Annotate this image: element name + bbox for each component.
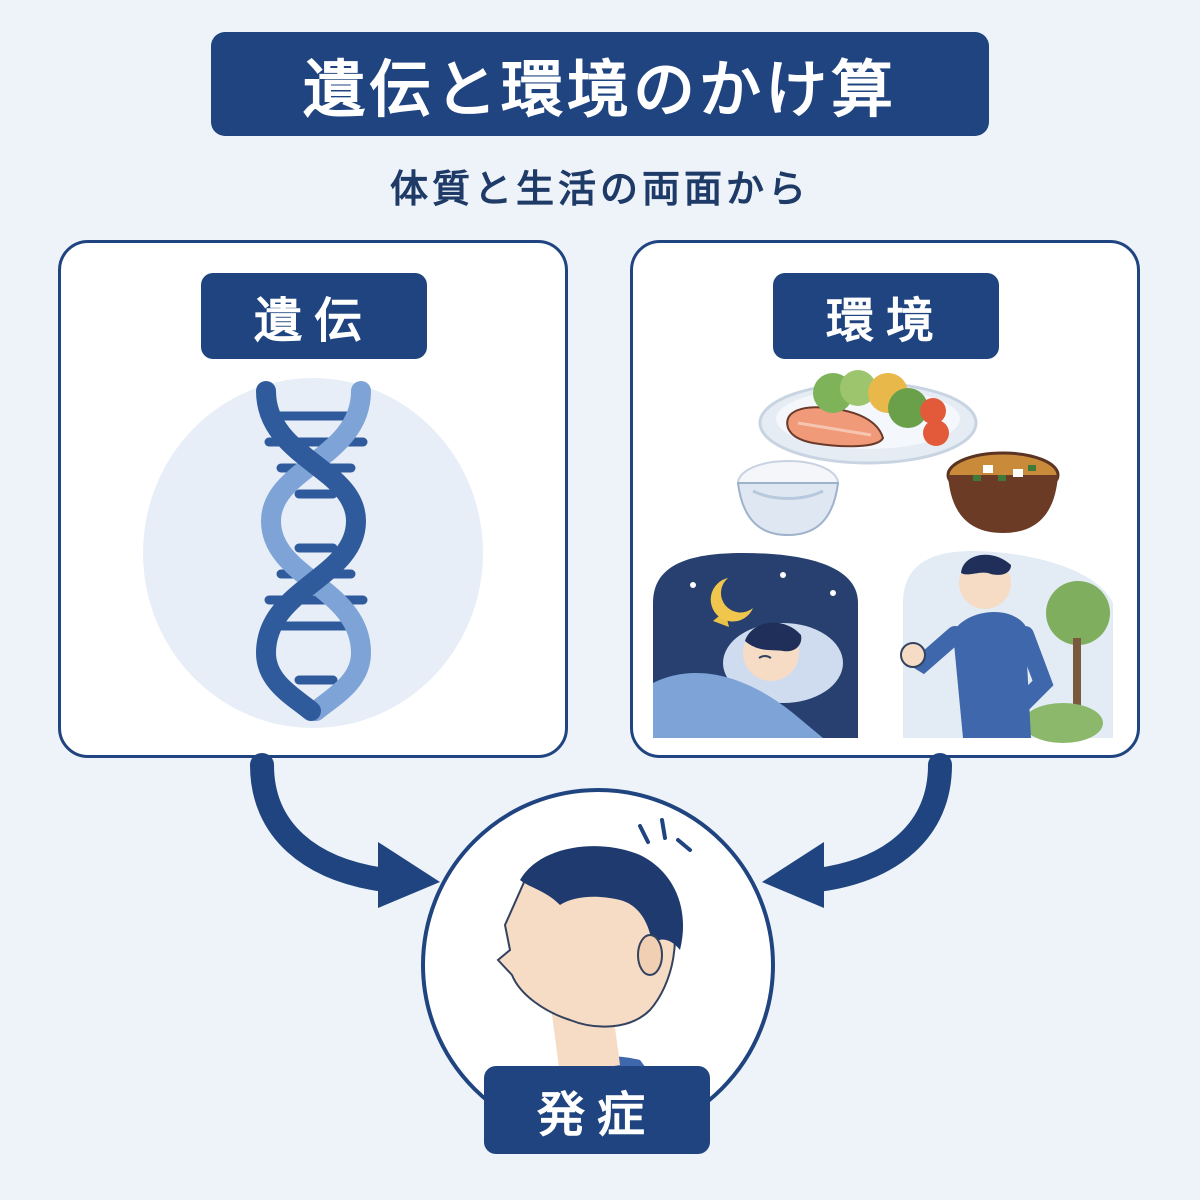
dna-icon xyxy=(255,381,372,721)
jogging-person-icon xyxy=(900,551,1113,743)
genetics-panel: 遺伝 xyxy=(58,240,568,758)
genetics-label-box: 遺伝 xyxy=(201,273,427,359)
rice-bowl-icon xyxy=(736,460,840,537)
title-banner: 遺伝と環境のかけ算 xyxy=(211,32,989,136)
environment-label: 環境 xyxy=(825,293,946,349)
left-arrow xyxy=(250,753,440,908)
concern-lines-icon xyxy=(638,818,692,852)
genetics-label: 遺伝 xyxy=(253,293,374,349)
meal-plate-icon xyxy=(758,370,978,465)
page-title: 遺伝と環境のかけ算 xyxy=(302,53,897,126)
miso-soup-icon xyxy=(946,451,1060,533)
page-subtitle: 体質と生活の両面から xyxy=(389,167,810,211)
dna-illustration xyxy=(143,378,483,728)
right-arrow xyxy=(762,753,952,908)
sleeping-person-icon xyxy=(653,553,858,738)
environment-illustration xyxy=(653,370,1113,743)
environment-panel: 環境 xyxy=(630,240,1140,758)
dna-backdrop xyxy=(143,378,483,728)
environment-label-box: 環境 xyxy=(773,273,999,359)
result-label: 発症 xyxy=(536,1087,657,1143)
result-label-box: 発症 xyxy=(484,1066,710,1154)
